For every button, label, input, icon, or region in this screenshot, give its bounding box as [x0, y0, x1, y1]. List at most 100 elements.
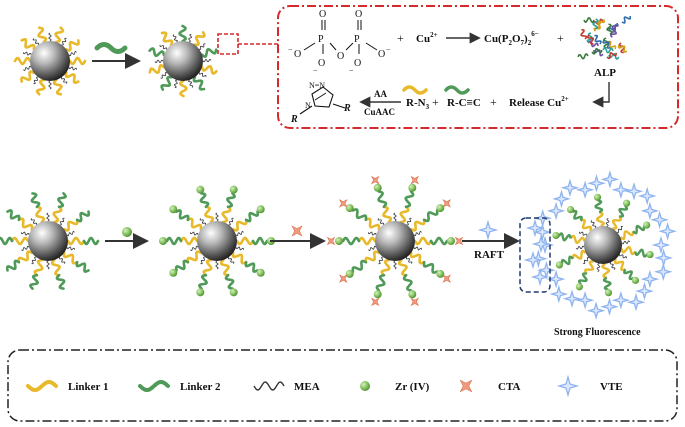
mea-icon — [253, 381, 285, 391]
linker2-chain — [199, 192, 210, 209]
linker1-chain — [357, 236, 377, 246]
linker1-chain — [13, 56, 32, 66]
pp-o-mid: O — [337, 51, 344, 62]
mea-chain — [68, 51, 77, 57]
linker1-chain — [10, 236, 30, 246]
vte-star — [523, 250, 543, 270]
particle-polymer — [529, 170, 677, 320]
vte-star — [650, 210, 669, 230]
mea-chain — [68, 66, 77, 71]
vte-star — [611, 290, 631, 310]
pp-o-bot1: O — [318, 58, 325, 69]
alkyne: R-C≡C — [447, 97, 481, 109]
mea-chain — [609, 262, 616, 270]
mea-chain — [46, 260, 50, 270]
particle-zr — [159, 185, 275, 297]
vte-star — [525, 218, 545, 238]
particle-bare — [13, 26, 87, 96]
legend-label: Linker 2 — [180, 381, 221, 393]
vte-star — [600, 297, 619, 317]
zr-ball — [436, 269, 445, 278]
linker2-chain — [251, 236, 269, 246]
triazole-structure: N=N N R R — [290, 81, 351, 125]
pp-minus2: − — [386, 45, 391, 54]
zr-ball — [447, 237, 455, 245]
cta-mark — [326, 236, 336, 246]
nanoparticle-core — [375, 221, 415, 261]
linker1-chain — [221, 205, 232, 224]
linker2-icon — [138, 379, 170, 393]
mea-chain — [406, 217, 412, 226]
zr-ball — [566, 206, 575, 214]
linker1-chain — [37, 26, 48, 44]
linker1-chain — [200, 65, 218, 75]
linker2-chain — [178, 24, 188, 43]
mea-chain — [228, 217, 234, 226]
mea-chain — [413, 231, 422, 237]
linker1-chain — [64, 39, 80, 52]
mea-chain — [393, 260, 397, 270]
zr-ball — [335, 237, 343, 245]
linker1-chain — [64, 71, 80, 85]
mea-chain — [200, 256, 206, 265]
cta-mark — [410, 175, 419, 185]
linker-highlight-box — [217, 33, 239, 55]
pp-p1: P — [318, 34, 324, 45]
linker2-chain — [404, 190, 415, 209]
zr-ball — [345, 204, 354, 213]
linker2-chain — [226, 192, 236, 209]
mea-chain — [590, 220, 597, 228]
vte-star — [586, 301, 606, 320]
linker2-chain — [632, 224, 646, 235]
linker2-chain — [422, 209, 439, 223]
vte-star — [546, 269, 566, 289]
linker1-chain — [571, 249, 587, 260]
zr-ball — [373, 183, 382, 192]
vte-star — [531, 234, 551, 254]
plus-2: + — [557, 31, 564, 45]
cta-mark — [442, 199, 451, 208]
pp-minus4: − — [349, 66, 354, 75]
linker2-chain — [578, 272, 588, 285]
zr-add-icon — [122, 227, 132, 237]
zr-ball — [256, 205, 265, 214]
zr-ball — [196, 288, 205, 297]
linker1-chain — [382, 205, 393, 224]
mea-chain — [159, 44, 168, 50]
zr-ball — [373, 290, 382, 299]
legend-item: VTE — [556, 374, 623, 398]
linker2-chain — [192, 75, 206, 91]
mea-chain — [188, 33, 192, 43]
nanoparticle-core — [584, 226, 622, 264]
linker2-chain — [198, 273, 208, 290]
vte-star — [560, 178, 580, 198]
mea-chain — [172, 34, 178, 43]
enzyme-label: ALP — [594, 67, 616, 79]
linker2-chain — [200, 48, 218, 58]
nanoparticle-core — [163, 41, 203, 81]
linker1-chain — [409, 251, 426, 265]
linker1-chain — [569, 234, 586, 245]
mea-chain — [227, 257, 235, 264]
mea-chain — [215, 212, 219, 222]
linker1-chain — [231, 218, 248, 232]
linker1-chain — [595, 211, 605, 228]
linker1-chain — [399, 205, 410, 224]
vte-icon — [556, 374, 580, 398]
mea-chain — [235, 246, 244, 251]
vte-star — [640, 201, 660, 221]
pp-o-right: O — [378, 49, 385, 60]
linker2-chain — [75, 210, 91, 223]
linker2-chain — [602, 276, 612, 291]
mea-chain — [377, 218, 385, 225]
reaction-box — [277, 5, 679, 129]
pp-p2: P — [354, 34, 360, 45]
alp-protein-icon — [577, 15, 632, 60]
plus-4: + — [490, 95, 497, 109]
vte-star — [587, 173, 606, 193]
mea-chain — [61, 37, 67, 46]
mea-chain — [405, 257, 413, 264]
result-label: Strong Fluorescence — [554, 327, 641, 338]
mea-chain — [235, 231, 244, 237]
linker1-chain — [68, 56, 87, 66]
